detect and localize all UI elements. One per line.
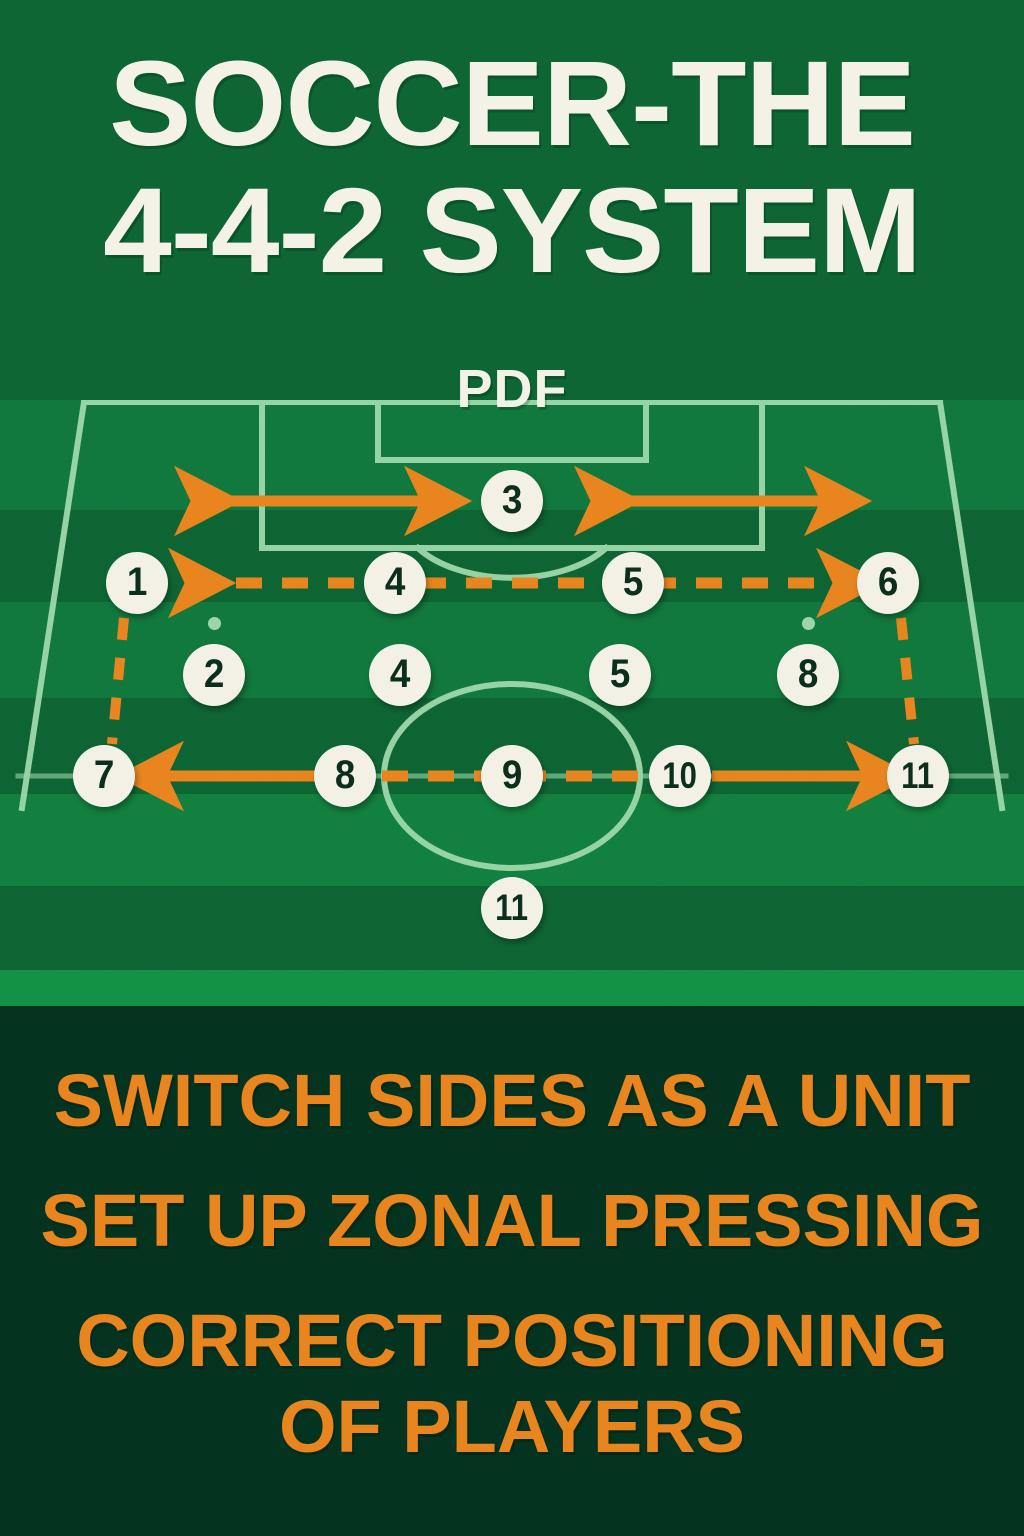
player-number: 8 (797, 652, 819, 696)
arrow-right-vertical (896, 617, 919, 745)
title-block: SOCCER-THE 4-4-2 SYSTEM (0, 35, 1024, 299)
player-number: 10 (662, 754, 698, 796)
player-number: 5 (622, 560, 644, 604)
player-marker[interactable]: 5 (602, 552, 664, 614)
poster-subtitle: PDF (456, 359, 568, 419)
player-marker[interactable]: 3 (481, 470, 543, 532)
soccer-pitch: 3 1 4 5 6 2 4 5 8 7 8 9 10 11 11 (0, 398, 1024, 1006)
player-number: 7 (93, 753, 115, 797)
arrow-left-vertical (107, 617, 129, 745)
player-marker[interactable]: 11 (887, 745, 949, 807)
movement-arrows (107, 465, 919, 812)
bullet-line-2: SET UP ZONAL PRESSING (40, 1179, 984, 1262)
player-marker[interactable]: 11 (481, 877, 543, 939)
player-number: 4 (384, 560, 406, 604)
poster-footer: SWITCH SIDES AS A UNIT SET UP ZONAL PRES… (0, 1006, 1024, 1536)
player-number: 1 (126, 560, 148, 604)
player-number: 11 (495, 886, 529, 928)
player-marker[interactable]: 4 (364, 552, 426, 614)
bullet-line-1: SWITCH SIDES AS A UNIT (53, 1059, 971, 1142)
player-marker[interactable]: 2 (183, 644, 245, 706)
poster-title-line-1: SOCCER-THE (109, 35, 916, 171)
poster-title-line-2: 4-4-2 SYSTEM (103, 162, 922, 299)
player-marker[interactable]: 10 (649, 745, 711, 807)
player-marker[interactable]: 9 (481, 745, 543, 807)
player-number: 9 (501, 753, 523, 797)
player-marker[interactable]: 8 (314, 745, 376, 807)
player-number: 2 (203, 652, 225, 696)
player-marker[interactable]: 5 (589, 644, 651, 706)
player-number: 11 (901, 754, 935, 796)
pitch-dot-left (208, 617, 221, 630)
bullet-line-3a: CORRECT POSITIONING (76, 1299, 948, 1382)
player-marker[interactable]: 4 (369, 644, 431, 706)
player-number: 5 (609, 652, 631, 696)
player-number: 4 (389, 652, 411, 696)
player-number: 8 (334, 753, 356, 797)
pitch-dot-right (802, 617, 815, 630)
bullet-line-3b: OF PLAYERS (278, 1385, 746, 1468)
player-number: 3 (501, 478, 523, 522)
player-marker[interactable]: 8 (777, 644, 839, 706)
player-number: 6 (877, 560, 899, 604)
poster-header: SOCCER-THE 4-4-2 SYSTEM (0, 0, 1024, 400)
player-marker[interactable]: 1 (106, 552, 168, 614)
player-marker[interactable]: 7 (73, 745, 135, 807)
player-marker[interactable]: 6 (857, 552, 919, 614)
